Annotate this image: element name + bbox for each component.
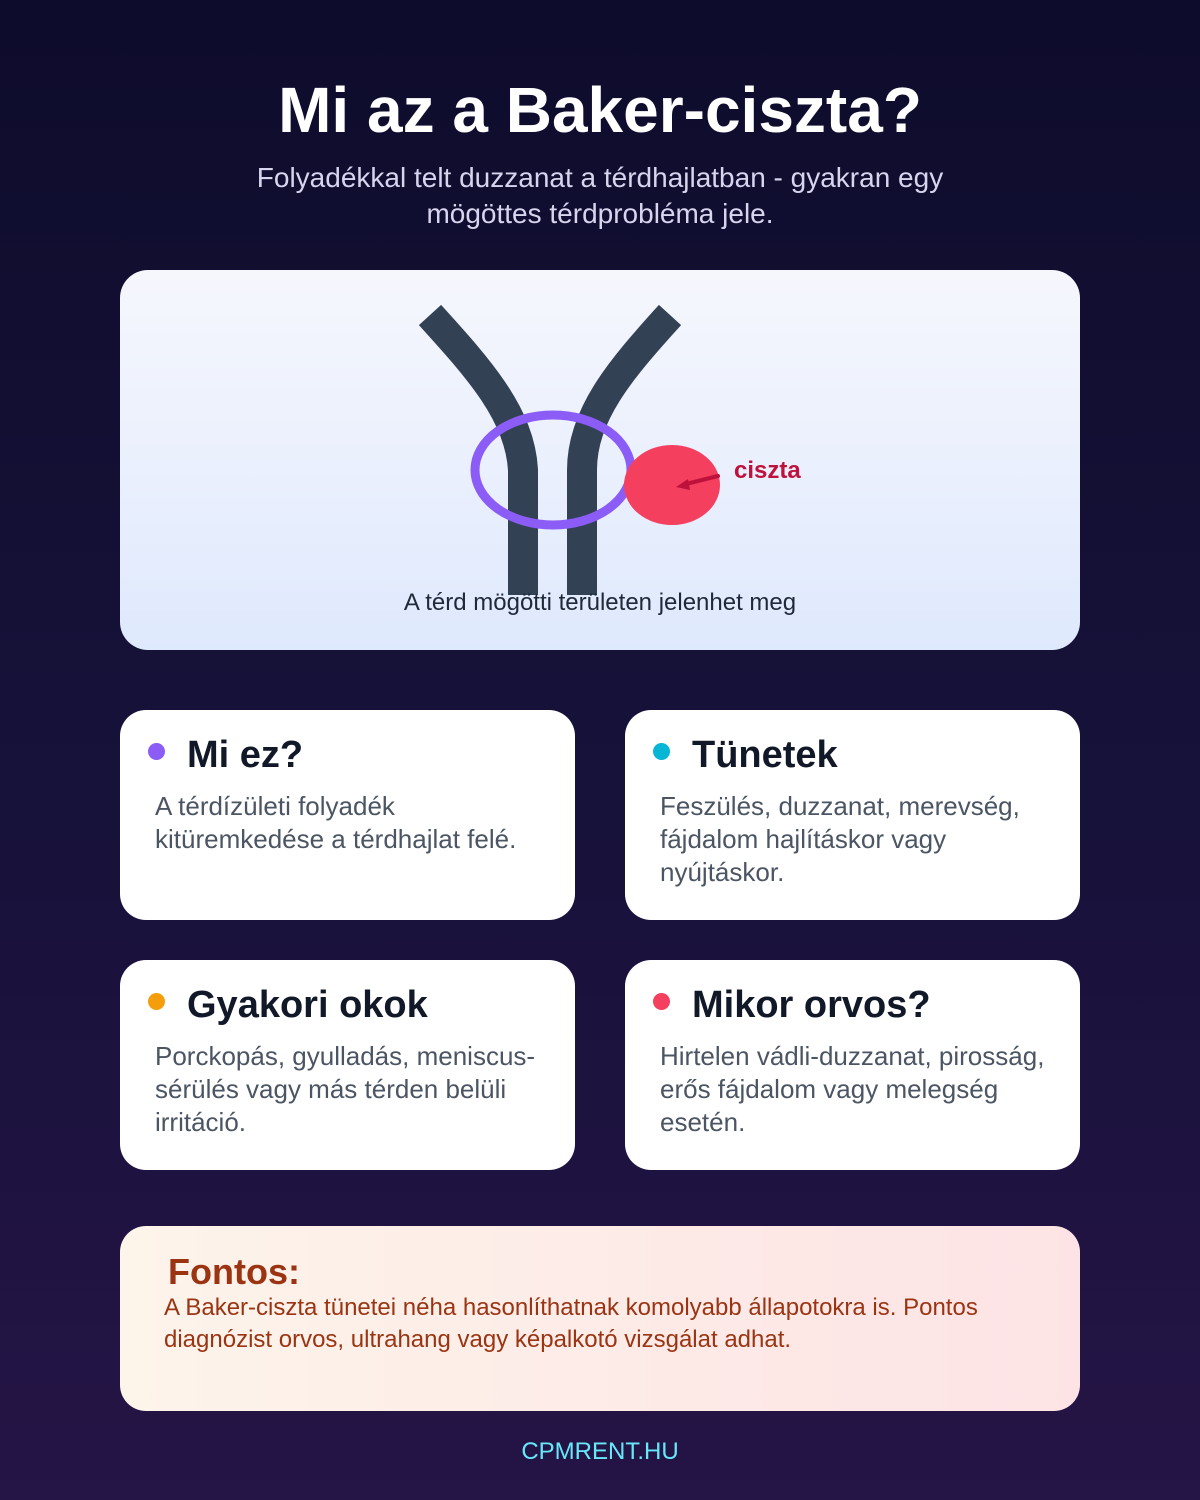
cyst-arrow-head: [676, 479, 690, 490]
knee-joint-ring: [470, 410, 636, 530]
info-card-when-doctor: Mikor orvos? Hirtelen vádli-duzzanat, pi…: [625, 960, 1080, 1170]
card-text: A térdízületi folyadék kitüremkedése a t…: [155, 791, 517, 854]
card-title: Mikor orvos?: [692, 984, 931, 1026]
important-title: Fontos:: [168, 1251, 300, 1292]
card-text: Hirtelen vádli-duzzanat, pirosság, erős …: [660, 1041, 1045, 1137]
card-title: Mi ez?: [187, 734, 304, 776]
diagram-caption: A térd mögötti területen jelenhet meg: [403, 589, 797, 616]
info-card-causes: Gyakori okok Porckopás, gyulladás, menis…: [120, 960, 575, 1170]
knee-diagram-card: ciszta A térd mögötti területen jelenhet…: [120, 270, 1080, 650]
card-text: Porckopás, gyulladás, meniscus-sérülés v…: [155, 1041, 536, 1137]
bullet-dot-icon: [148, 743, 165, 760]
bullet-dot-icon: [653, 993, 670, 1010]
card-title: Tünetek: [692, 734, 838, 776]
cyst-label: ciszta: [734, 457, 801, 484]
bullet-dot-icon: [148, 993, 165, 1010]
footer-brand: CPMRENT.HU: [521, 1438, 679, 1465]
bullet-dot-icon: [653, 743, 670, 760]
page-subtitle: Folyadékkal telt duzzanat a térdhajlatba…: [256, 162, 944, 229]
important-text: A Baker-ciszta tünetei néha hasonlíthatn…: [164, 1294, 978, 1353]
knee-diagram: [418, 304, 720, 595]
femur-right-bone: [567, 304, 682, 595]
important-note-box: Fontos: A Baker-ciszta tünetei néha haso…: [120, 1226, 1080, 1411]
cyst-shape: [624, 445, 720, 525]
femur-left-bone: [418, 304, 538, 595]
card-text: Feszülés, duzzanat, merevség, fájdalom h…: [660, 791, 1020, 887]
info-card-what-is-it: Mi ez? A térdízületi folyadék kitüremked…: [120, 710, 575, 920]
cyst-arrow: [684, 474, 720, 486]
info-card-symptoms: Tünetek Feszülés, duzzanat, merevség, fá…: [625, 710, 1080, 920]
page-title: Mi az a Baker-ciszta?: [278, 74, 922, 146]
card-title: Gyakori okok: [187, 984, 428, 1026]
